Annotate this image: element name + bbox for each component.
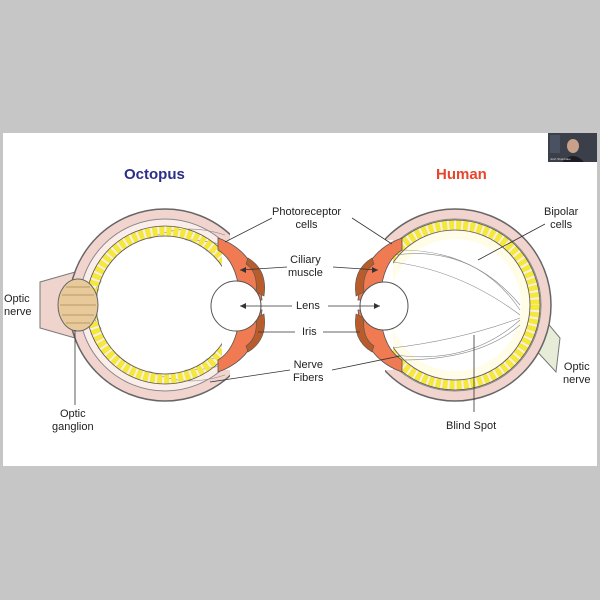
optic-ganglion-label: Optic ganglion: [52, 408, 94, 434]
optic-ganglion-line1: Optic: [59, 408, 86, 420]
webcam-thumbnail[interactable]: Josh Sheldrake: [548, 133, 597, 162]
iris-label: Iris: [302, 326, 317, 338]
ciliary-line2: muscle: [288, 267, 323, 279]
ciliary-line1: Ciliary: [290, 254, 321, 266]
human-title: Human: [436, 166, 487, 183]
blind-spot-label: Blind Spot: [446, 420, 497, 432]
octopus-title: Octopus: [124, 166, 185, 183]
optic-nerve-right-line2: nerve: [563, 374, 591, 386]
octopus-eye: [39, 208, 290, 405]
webcam-name: Josh Sheldrake: [550, 157, 571, 161]
human-photoreceptor-cells: [370, 220, 540, 390]
bipolar-line1: Bipolar: [544, 206, 579, 218]
bipolar-cells-label: Bipolar cells: [544, 206, 578, 232]
nerve-fibers-line2: Fibers: [293, 372, 324, 384]
human-ciliary-muscle: [357, 237, 403, 301]
optic-ganglion-line2: ganglion: [52, 421, 94, 433]
optic-nerve-left-line1: Optic: [4, 293, 30, 305]
optic-nerve-left-label: Optic nerve: [4, 293, 32, 319]
nerve-fibers-line1: Nerve: [293, 359, 323, 371]
pointer-lines: [209, 217, 546, 383]
arrowheads: [240, 267, 380, 309]
human-nerve-fibers: [391, 249, 521, 361]
nerve-fibers-label: Nerve Fibers: [293, 359, 324, 385]
optic-nerve-right-line1: Optic: [563, 361, 590, 373]
optic-nerve-left-line2: nerve: [4, 306, 32, 318]
photoreceptor-label: Photoreceptor cells: [272, 206, 341, 232]
ciliary-muscle-label: Ciliary muscle: [288, 254, 323, 280]
bipolar-line2: cells: [550, 219, 573, 231]
optic-nerve-right-label: Optic nerve: [563, 361, 591, 387]
photoreceptor-line1: Photoreceptor: [272, 206, 342, 218]
presenter-avatar-icon: [548, 133, 597, 162]
lens-label: Lens: [296, 300, 320, 312]
human-eye: [345, 208, 561, 412]
photoreceptor-line2: cells: [295, 219, 318, 231]
octopus-ciliary-muscle: [217, 237, 263, 301]
